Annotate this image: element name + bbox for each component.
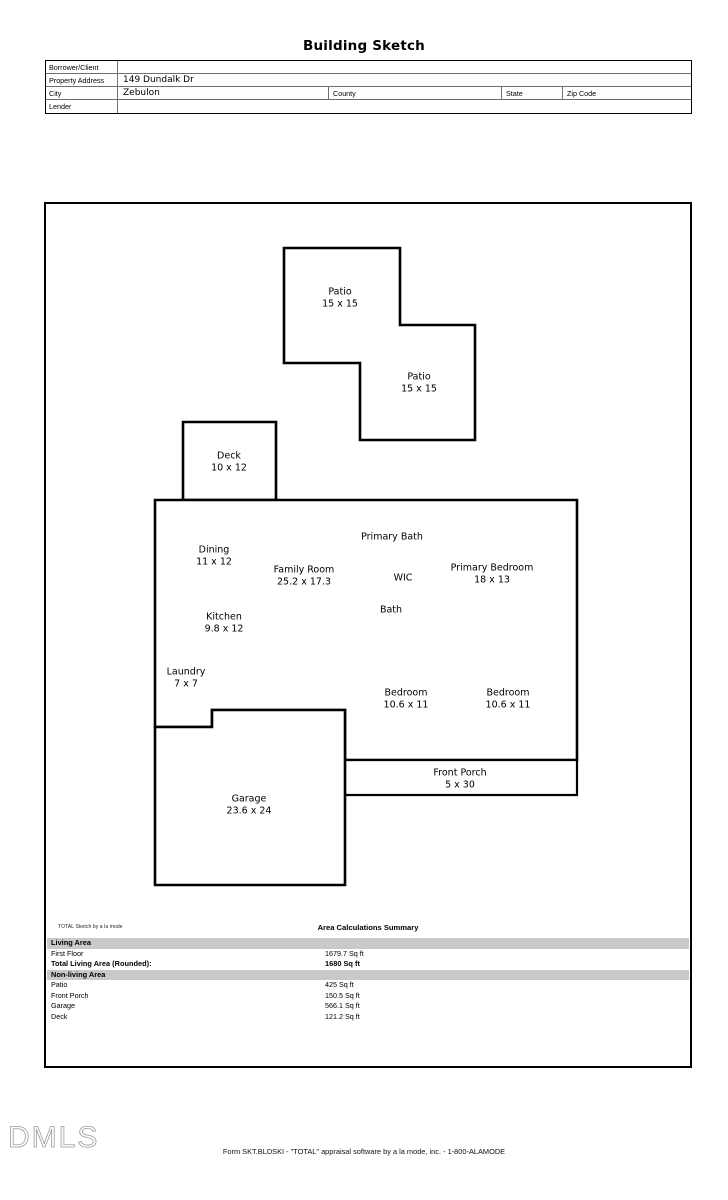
- property-address-value: 149 Dundalk Dr: [123, 74, 194, 85]
- room-name: Family Room: [273, 564, 335, 576]
- room-name: Bedroom: [384, 687, 428, 699]
- cell-divider: [328, 86, 329, 100]
- area-summary-row: Deck 121.2 Sq ft: [47, 1012, 689, 1023]
- room-dimensions: 23.6 x 24: [226, 805, 272, 816]
- state-label: State: [506, 88, 523, 98]
- room-name: Deck: [217, 450, 241, 462]
- sketch-credit: TOTAL Sketch by a la mode: [58, 924, 123, 930]
- room-name: Patio: [328, 286, 352, 298]
- table-row-borrower: Borrower/Client: [46, 60, 691, 74]
- property-identification-table: Borrower/Client Property Address 149 Dun…: [45, 60, 692, 114]
- room-dimensions: 15 x 15: [401, 383, 437, 394]
- cell-divider: [117, 60, 118, 74]
- area-row-label: Deck: [51, 1011, 68, 1021]
- room-name: Laundry: [166, 666, 206, 678]
- borrower-label: Borrower/Client: [49, 62, 99, 72]
- area-row-value: 121.2 Sq ft: [325, 1011, 360, 1021]
- table-row-property-address: Property Address 149 Dundalk Dr: [46, 73, 691, 87]
- room-name: Primary Bath: [361, 531, 423, 543]
- area-summary-row: First Floor 1679.7 Sq ft: [47, 949, 689, 960]
- city-label: City: [49, 88, 62, 98]
- room-label-wic: WIC: [394, 572, 413, 584]
- room-dimensions: 9.8 x 12: [204, 623, 244, 634]
- area-summary-row: Front Porch 150.5 Sq ft: [47, 991, 689, 1002]
- area-row-label: Garage: [51, 1001, 75, 1010]
- area-summary-heading: Area Calculations Summary: [317, 923, 419, 932]
- zip-label: Zip Code: [567, 88, 597, 98]
- room-dimensions: 18 x 13: [474, 574, 510, 585]
- area-row-label: Front Porch: [51, 990, 89, 1000]
- cell-divider: [117, 100, 118, 113]
- room-dimensions: 7 x 7: [174, 678, 198, 689]
- lender-label: Lender: [49, 102, 72, 111]
- area-summary-row: Patio 425 Sq ft: [47, 980, 689, 991]
- area-row-value: 566.1 Sq ft: [325, 1001, 360, 1010]
- county-label: County: [333, 88, 356, 98]
- area-summary-row: Garage 566.1 Sq ft: [47, 1001, 689, 1012]
- room-name: Patio: [407, 371, 431, 383]
- room-dimensions: 10.6 x 11: [485, 699, 531, 710]
- room-name: Dining: [198, 544, 230, 556]
- form-footer-text: Form SKT.BLDSKI - "TOTAL" appraisal soft…: [222, 1147, 506, 1156]
- room-dimensions: 15 x 15: [322, 298, 358, 309]
- room-dimensions: 11 x 12: [196, 556, 232, 567]
- area-row-label: First Floor: [51, 948, 84, 958]
- room-name: Bedroom: [486, 687, 530, 699]
- area-row-value: 425 Sq ft: [325, 980, 354, 989]
- room-name: Front Porch: [433, 767, 487, 779]
- area-row-value: 1679.7 Sq ft: [325, 948, 364, 958]
- table-row-lender: Lender: [46, 100, 691, 113]
- room-dimensions: 5 x 30: [445, 779, 475, 790]
- cell-divider: [562, 86, 563, 100]
- area-summary-section-title: Living Area: [47, 938, 689, 949]
- area-row-value: 1680 Sq ft: [325, 959, 360, 968]
- property-address-label: Property Address: [49, 75, 105, 85]
- page-title: Building Sketch: [303, 38, 425, 54]
- area-row-value: 150.5 Sq ft: [325, 990, 360, 1000]
- area-row-label: Patio: [51, 980, 68, 989]
- room-name: WIC: [393, 572, 413, 584]
- room-label-primary-bath: Primary Bath: [361, 531, 423, 543]
- room-label-bath: Bath: [380, 604, 402, 616]
- room-name: Garage: [231, 793, 267, 805]
- cell-divider: [117, 86, 118, 100]
- area-summary-row: Total Living Area (Rounded): 1680 Sq ft: [47, 959, 689, 970]
- dmls-logo: DMLS: [8, 1121, 100, 1155]
- room-dimensions: 25.2 x 17.3: [277, 576, 331, 587]
- area-row-label: Total Living Area (Rounded):: [51, 959, 152, 968]
- room-name: Kitchen: [206, 611, 242, 623]
- table-row-city-county-state-zip: City Zebulon County State Zip Code: [46, 86, 691, 100]
- cell-divider: [501, 86, 502, 100]
- room-name: Primary Bedroom: [450, 562, 534, 574]
- room-dimensions: 10 x 12: [211, 462, 247, 473]
- area-summary-section-title: Non-living Area: [47, 969, 689, 980]
- room-name: Bath: [379, 604, 403, 616]
- cell-divider: [117, 73, 118, 87]
- room-dimensions: 10.6 x 11: [383, 699, 429, 710]
- city-value: Zebulon: [123, 87, 160, 98]
